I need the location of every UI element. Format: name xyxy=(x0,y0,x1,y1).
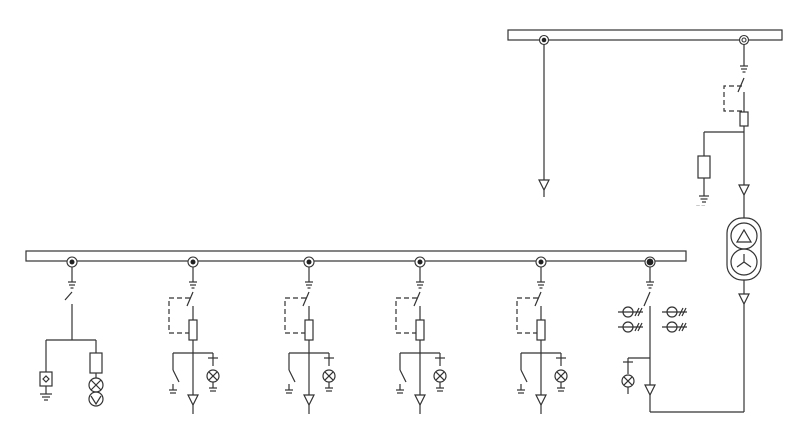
upper-feeder-2-transformer: — — xyxy=(650,34,762,413)
upper-busbar xyxy=(507,29,783,41)
lower-feeder-2 xyxy=(168,256,220,414)
lower-feeder-3 xyxy=(284,256,336,414)
lower-feeder-1 xyxy=(39,256,104,407)
lower-feeder-4 xyxy=(395,256,447,414)
ct-group-left xyxy=(618,306,643,333)
lower-feeder-6-incomer xyxy=(618,256,687,412)
upper-feeder-1 xyxy=(538,34,550,197)
lower-feeder-5 xyxy=(516,256,568,414)
svg-text:— —: — — xyxy=(696,203,705,208)
lower-busbar xyxy=(25,250,687,262)
ct-group-right xyxy=(662,306,687,333)
